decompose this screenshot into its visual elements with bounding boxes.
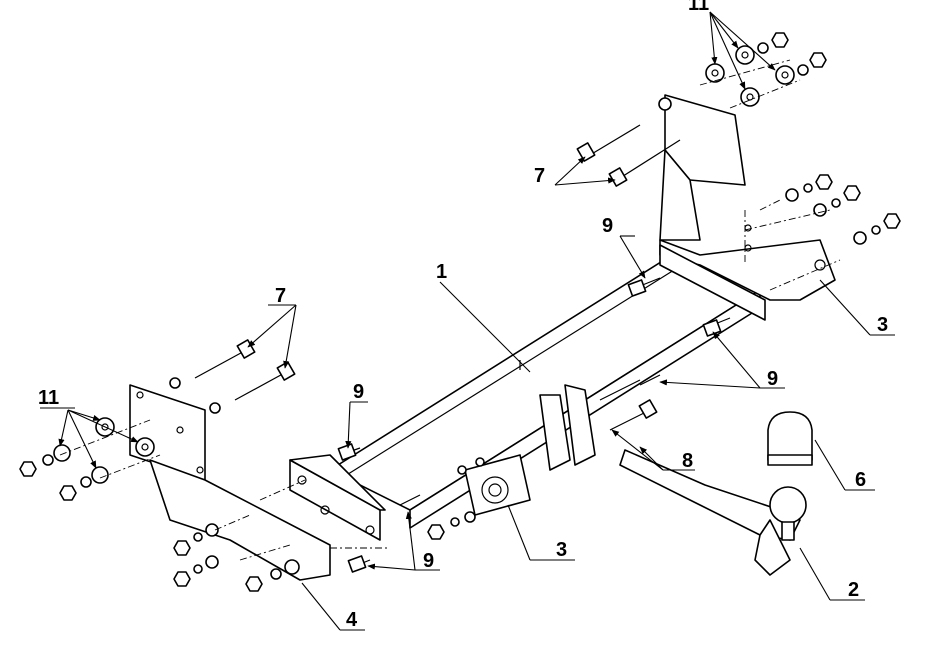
callout-7-top: 7 [534, 165, 545, 187]
callout-leader-lines [40, 11, 895, 631]
right-side-bracket [659, 94, 836, 301]
callout-3-center: 3 [556, 539, 567, 561]
tow-ball-arm [619, 449, 807, 576]
callout-8: 8 [682, 450, 693, 472]
callout-3-right: 3 [877, 314, 888, 336]
callout-9-top: 9 [602, 215, 613, 237]
callout-2: 2 [848, 579, 859, 601]
callout-6: 6 [855, 469, 866, 491]
tow-ball-cap [767, 411, 813, 466]
callout-labels: 1 2 3 3 4 6 7 7 8 9 9 9 9 11 11 [38, 0, 888, 631]
right-end-plate [659, 244, 766, 321]
left-side-bracket [129, 384, 331, 581]
callout-9-mid: 9 [353, 381, 364, 403]
washers-and-nuts [19, 32, 901, 592]
callout-9-bottom: 9 [423, 550, 434, 572]
callout-9-right: 9 [767, 368, 778, 390]
callout-11-left: 11 [38, 387, 59, 409]
callout-7-left: 7 [275, 285, 286, 307]
left-end-plate [289, 454, 386, 541]
bolts [194, 124, 731, 573]
callout-1: 1 [436, 261, 447, 283]
callout-11-top: 11 [688, 0, 709, 15]
callout-4: 4 [346, 609, 358, 631]
center-socket-bracket [464, 384, 596, 516]
